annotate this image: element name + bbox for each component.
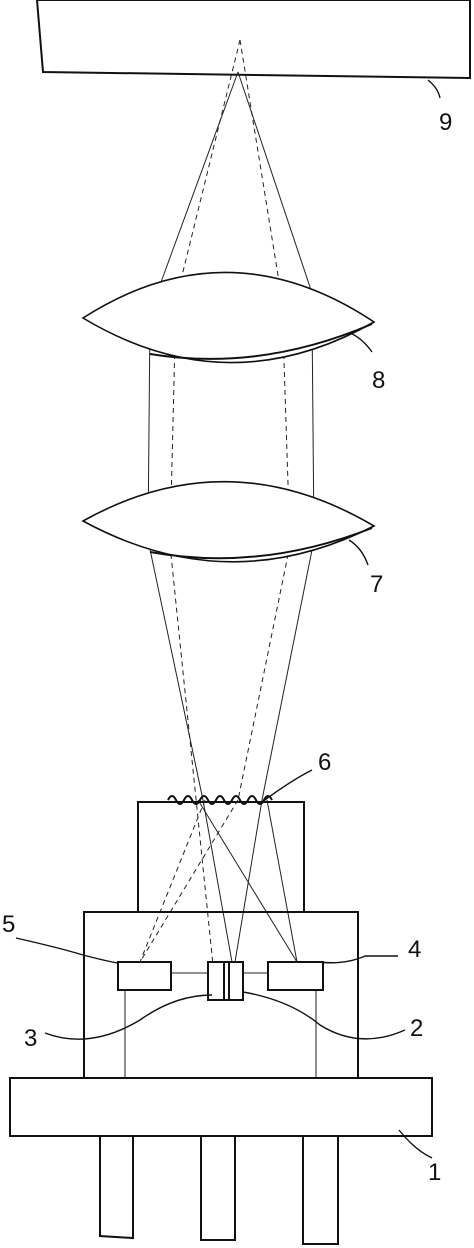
lead-pins bbox=[99, 1136, 339, 1245]
hologram-element-6 bbox=[167, 795, 273, 805]
label-1: 1 bbox=[428, 1159, 441, 1186]
label-2: 2 bbox=[410, 1015, 423, 1042]
base-stem-1 bbox=[9, 1077, 433, 1137]
solid-light-rays bbox=[147, 71, 315, 963]
screen-plate-9 bbox=[35, 0, 471, 80]
lens-8 bbox=[81, 271, 376, 364]
label-9: 9 bbox=[439, 109, 452, 136]
label-8: 8 bbox=[372, 367, 385, 394]
upper-housing-block bbox=[137, 801, 305, 912]
leader-lines bbox=[15, 79, 441, 1159]
label-6: 6 bbox=[318, 749, 331, 776]
label-5: 5 bbox=[2, 911, 15, 938]
dashed-light-rays bbox=[139, 39, 291, 966]
reference-numerals: 9 8 7 6 5 4 3 2 1 bbox=[2, 109, 452, 1186]
lens-7 bbox=[81, 480, 376, 563]
label-7: 7 bbox=[370, 571, 383, 598]
laser-chip-2-3 bbox=[207, 961, 244, 1001]
label-4: 4 bbox=[408, 936, 421, 963]
detector-4 bbox=[267, 961, 324, 991]
detector-5 bbox=[117, 961, 172, 991]
label-3: 3 bbox=[24, 1025, 37, 1052]
package-frame bbox=[83, 911, 359, 1079]
